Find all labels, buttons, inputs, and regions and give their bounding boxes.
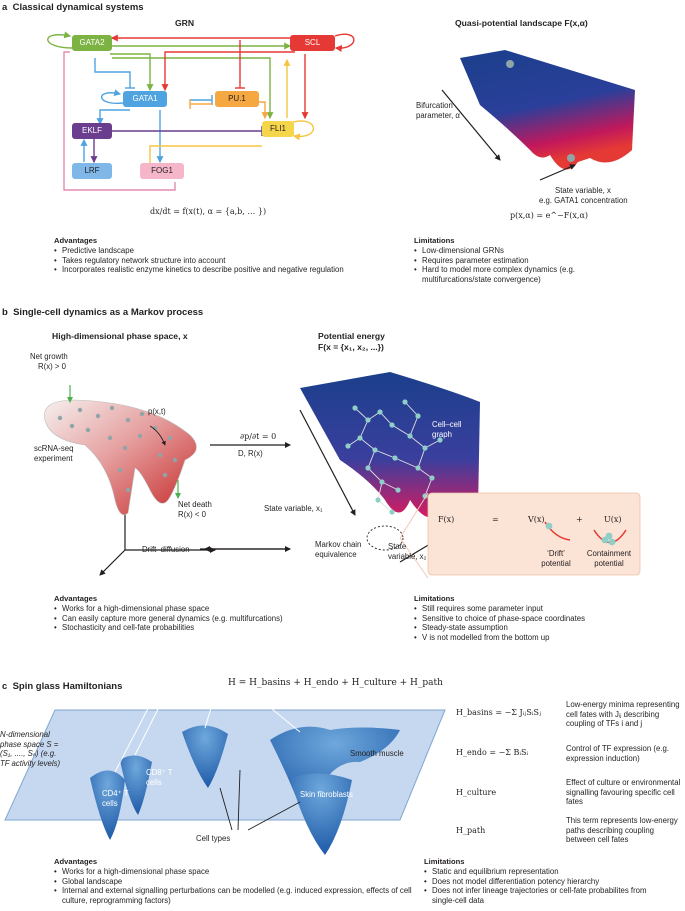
cell-graph-label: Cell–cell graph [432,420,462,439]
net-death-label: Net death [178,500,212,509]
smooth-muscle-label: Smooth muscle [350,749,404,758]
decomposition-eq: = [492,515,499,524]
advantages-c-list: Works for a high-dimensional phase space… [54,867,414,905]
list-item: V is not modelled from the bottom up [414,633,644,643]
cell-types-label: Cell types [196,834,231,843]
landscape-title: Quasi-potential landscape F(x,α) [455,18,588,28]
hamiltonian-equation: H = H_basins + H_endo + H_culture + H_pa… [228,678,443,688]
list-item: Incorporates realistic enzyme kinetics t… [54,265,344,275]
limitations-a-list: Low-dimensional GRNs Requires parameter … [414,246,614,284]
list-item: Global landscape [54,877,414,887]
containment-potential-label: Containment potential [586,549,632,568]
potential-formula: F(x = {x₁, x₂, ...}) [318,342,384,352]
phase-space-title: High-dimensional phase space, x [52,331,188,341]
list-item: Sensitive to choice of phase-space coord… [414,614,644,624]
section-letter: a [2,2,8,13]
section-title: Classical dynamical systems [12,2,144,13]
node-pu1: PU.1 [215,91,259,107]
skin-fibroblasts-label: Skin fibroblasts [300,790,353,799]
list-item: Low-dimensional GRNs [414,246,614,256]
fp-params: D, R(x) [238,449,263,458]
ode-equation: dx/dt = f(x(t), α = {a,b, … }) [150,207,267,216]
node-fog1: FOG1 [140,163,184,179]
term-endo-desc: Control of TF expression (e.g. expressio… [566,744,669,763]
list-item: Works for a high-dimensional phase space [54,867,414,877]
term-basins-symbol: H_basins = −Σ JᵢⱼSᵢSⱼ [456,708,542,717]
list-item: Does not infer lineage trajectories or c… [424,886,654,905]
decomposition-f: F(x) [438,515,455,524]
node-lrf: LRF [72,163,112,179]
list-item: Predictive landscape [54,246,344,256]
section-letter: b [2,307,8,318]
advantages-a-title: Advantages [54,236,98,245]
quasi-potential-landscape [441,50,635,181]
landscape-ball-bottom [567,154,575,162]
drift-diffusion-label: Drift–diffusion [142,545,190,554]
drift-potential-label: ‘Drift’ potential [541,549,571,568]
decomposition-plus: + [576,515,583,524]
term-basins-desc: Low-energy minima representing cell fate… [566,700,680,728]
section-a-heading: a Classical dynamical systems [2,2,144,13]
state-variable-label: State variable, x [555,186,611,195]
fokker-planck-equation: ∂p/∂t = 0 [240,432,277,441]
node-eklf: EKLF [72,123,112,139]
list-item: Stochasticity and cell-fate probabilitie… [54,623,354,633]
limitations-b-title: Limitations [414,594,455,603]
state-variable-example: e.g. GATA1 concentration [539,196,628,205]
decomposition-v: V(x) [528,515,545,524]
section-letter: c [2,681,8,692]
prob-formula: p(x,α) = e^−F(x,α) [510,211,588,220]
list-item: Static and equilibrium representation [424,867,654,877]
term-path-desc: This term represents low-energy paths de… [566,816,678,844]
landscape-ball-top [506,60,514,68]
bifurcation-label: Bifurcation parameter, α [416,101,460,120]
advantages-c-title: Advantages [54,857,98,866]
list-item: Steady-state assumption [414,623,644,633]
term-path-symbol: H_path [456,826,486,835]
cd8-label: CD8⁺ T cells [146,768,173,787]
section-title: Spin glass Hamiltonians [12,681,123,692]
list-item: Requires parameter estimation [414,256,614,266]
limitations-b-list: Still requires some parameter input Sens… [414,604,644,642]
state-x2-label: State variable, x₂ [388,542,427,561]
node-gata2: GATA2 [72,35,112,51]
markov-diagram [44,372,641,579]
term-endo-symbol: H_endo = −Σ BᵢSᵢ [456,748,529,757]
markov-equivalence-label: Markov chain equivalence [315,540,362,559]
section-b-heading: b Single-cell dynamics as a Markov proce… [2,307,203,318]
advantages-b-list: Works for a high-dimensional phase space… [54,604,354,633]
section-title: Single-cell dynamics as a Markov process [13,307,204,318]
list-item: Can easily capture more general dynamics… [54,614,354,624]
potential-title: Potential energy [318,331,385,341]
net-growth-label: Net growth [30,352,68,361]
node-gata1: GATA1 [123,91,167,107]
list-item: Still requires some parameter input [414,604,644,614]
list-item: Takes regulatory network structure into … [54,256,344,266]
net-growth-condition: R(x) > 0 [38,362,66,371]
section-c-heading: c Spin glass Hamiltonians [2,681,122,692]
scrna-label: scRNA-seq experiment [34,444,74,463]
state-x1-label: State variable, x₁ [264,504,323,513]
list-item: Works for a high-dimensional phase space [54,604,354,614]
limitations-a-title: Limitations [414,236,455,245]
list-item: Hard to model more complex dynamics (e.g… [414,265,614,284]
list-item: Internal and external signalling perturb… [54,886,414,905]
term-culture-symbol: H_culture [456,788,497,797]
grn-title: GRN [175,18,195,28]
node-fli1: FLI1 [262,121,294,137]
cd4-label: CD4⁺ T cells [102,789,129,808]
spin-glass-plane [4,694,446,855]
grn-arrows [47,31,355,191]
advantages-b-title: Advantages [54,594,98,603]
limitations-c-list: Static and equilibrium representation Do… [424,867,654,905]
advantages-a-list: Predictive landscape Takes regulatory ne… [54,246,344,275]
decomposition-u: U(x) [604,515,622,524]
px-t-label: p(x,t) [148,407,166,416]
list-item: Does not model differentiation potency h… [424,877,654,887]
limitations-c-title: Limitations [424,857,465,866]
term-culture-desc: Effect of culture or environmental signa… [566,778,681,806]
net-death-condition: R(x) < 0 [178,510,206,519]
phase-space-description: N-dimensional phase space S = (S₁, ....,… [0,730,61,768]
node-scl: SCL [290,35,335,51]
